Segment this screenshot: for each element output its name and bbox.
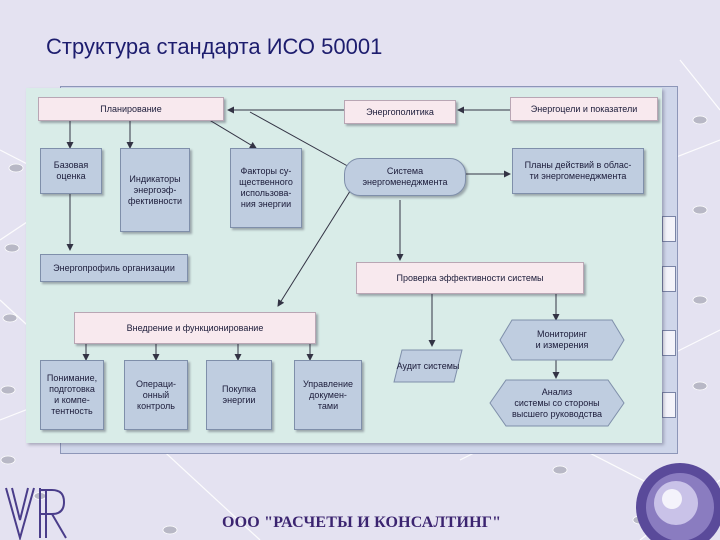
slide-title: Структура стандарта ИСО 50001 [46,34,383,59]
efficiency-check-box: Проверка эффективности системы [356,262,584,294]
energy-profile-box: Энергопрофиль организации [40,254,188,282]
analysis-shape [489,379,625,427]
side-strip [662,216,676,242]
decorative-orb [636,463,720,540]
company-footer: ООО "РАСЧЕТЫ И КОНСАЛТИНГ" [222,514,502,531]
implementation-box: Внедрение и функционирование [74,312,316,344]
baseline-box: Базовая оценка [40,148,102,194]
indicators-box: Индикаторы энергоэф- фективности [120,148,190,232]
side-strip [662,392,676,418]
factors-box: Факторы су- щественного использова- ния … [230,148,302,228]
planning-box: Планирование [38,97,224,121]
documentation-box: Управление докумен- тами [294,360,362,430]
monitoring-shape [499,319,625,361]
audit-shape [393,349,463,383]
diagram-connectors [66,106,560,379]
company-logo [5,487,67,540]
side-strip [662,330,676,356]
action-plans-box: Планы действий в облас- ти энергоменеджм… [512,148,644,194]
audit-box: Аудит системы [396,360,460,371]
operational-control-box: Операци- онный контроль [124,360,188,430]
energy-policy-box: Энергополитика [344,100,456,124]
side-strip [662,266,676,292]
monitoring-box: Мониторинг и измерения [535,329,589,350]
analysis-box: Анализ системы со стороны высшего руково… [511,386,603,419]
purchasing-box: Покупка энергии [206,360,272,430]
targets-box: Энергоцели и показатели [510,97,658,121]
ems-box: Система энергоменеджмента [344,158,466,196]
training-box: Понимание, подготовка и компе- тентность [40,360,104,430]
